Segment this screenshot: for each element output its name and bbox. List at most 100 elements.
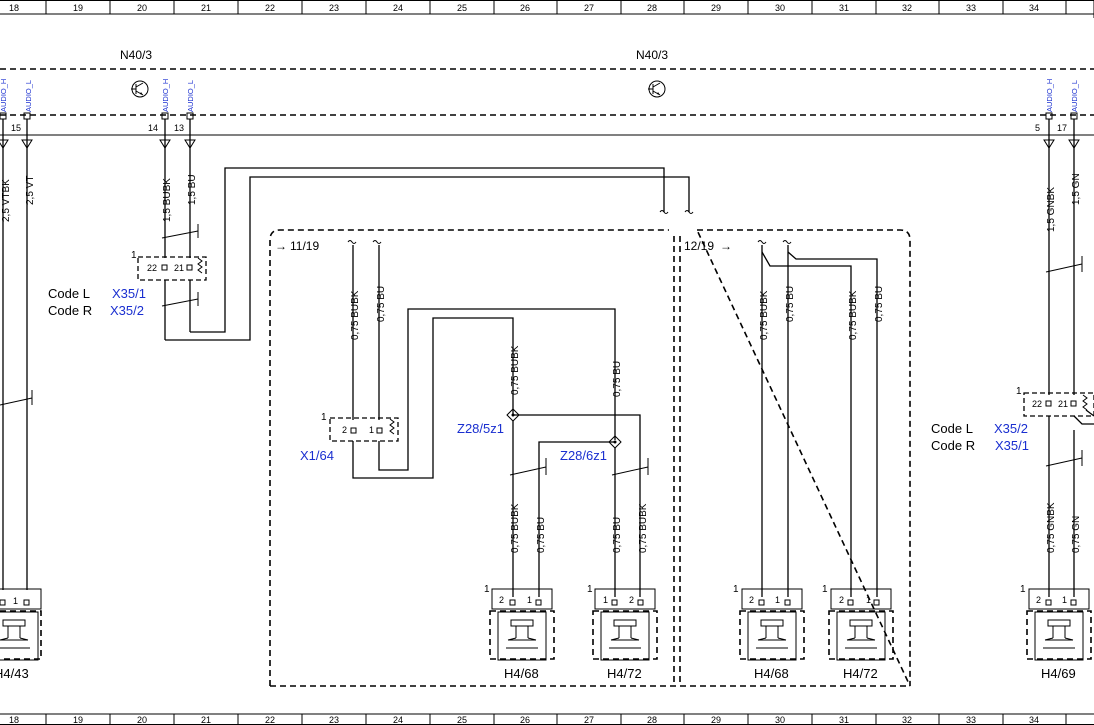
bus-label: AUDIO_H xyxy=(1045,79,1054,112)
speaker-number: 1 xyxy=(1020,584,1026,595)
arrow-icon: → xyxy=(720,239,732,253)
splice-label: Z28/5z1 xyxy=(457,421,504,436)
connector-pin: 21 xyxy=(174,263,184,273)
col-top-12: 30 xyxy=(775,3,785,13)
wire-label: 0,75 BU xyxy=(612,517,623,553)
wire-label: 0,75 BUBK xyxy=(638,503,649,553)
speaker-number: 1 xyxy=(587,584,593,595)
col-top-7: 25 xyxy=(457,3,467,13)
col-top-4: 22 xyxy=(265,3,275,13)
speaker-pin: 1 xyxy=(527,595,532,605)
ref-label: 11/19 xyxy=(290,239,319,253)
wire-label: 0,75 BU xyxy=(612,361,623,397)
harness-x35-left: 1,5 BUBK 1,5 BU 1 22 21 Code L Code R X3… xyxy=(48,119,694,341)
section-11-19: 0,75 BUBK 0,75 BU 1 2 1 X1/64 0,75 BUBK … xyxy=(300,240,649,597)
wire-label: 1,5 BU xyxy=(187,174,198,205)
ref-label: 12/19 xyxy=(684,239,714,253)
col-top-1: 19 xyxy=(73,3,83,13)
wire-label: 2,5 VTBK xyxy=(1,179,12,222)
speaker-icon xyxy=(600,611,650,661)
speaker-pin: 1 xyxy=(603,595,608,605)
bus-label: AUDIO_H xyxy=(161,79,170,112)
right-edge-wires: 1,5 GNBK 1,5 GN 1 22 21 Code L Code R X3… xyxy=(931,119,1094,597)
speaker-label: H4/69 xyxy=(1041,666,1076,681)
col-top-13: 31 xyxy=(839,3,849,13)
wire-label: 0,75 BU xyxy=(536,517,547,553)
speaker-pin: 2 xyxy=(499,595,504,605)
arrow-icon: → xyxy=(275,239,287,253)
speaker-h4-68-a: 1 2 1 H4/68 xyxy=(484,584,555,681)
wire-label: 2,5 VT xyxy=(25,176,36,205)
splice-label: Z28/6z1 xyxy=(560,448,607,463)
speaker-icon xyxy=(0,611,39,661)
module-label-mid: N40/3 xyxy=(636,48,668,62)
grid-top xyxy=(0,0,1094,18)
wire-label: 1,5 GN xyxy=(1071,173,1082,205)
col-top-16: 34 xyxy=(1029,3,1039,13)
wire-label: 0,75 GN xyxy=(1071,516,1082,553)
speaker-pin: 1 xyxy=(866,595,871,605)
wire-label: 0,75 BU xyxy=(785,286,796,322)
wire-label: 0,75 BU xyxy=(376,286,387,322)
col-bot-12: 30 xyxy=(775,715,785,725)
col-top-9: 27 xyxy=(584,3,594,13)
connector-pin: 2 xyxy=(342,425,347,435)
pin-number: 14 xyxy=(148,123,158,133)
col-bot-5: 23 xyxy=(329,715,339,725)
wire-label: 1,5 GNBK xyxy=(1046,187,1057,232)
col-top-15: 33 xyxy=(966,3,976,13)
pin-number: 5 xyxy=(1035,123,1040,133)
component-housing: 11/19 12/19 → → xyxy=(269,229,911,687)
connector-pin: 21 xyxy=(1058,399,1068,409)
wire-label: 0,75 BU xyxy=(874,286,885,322)
speaker-number: 1 xyxy=(484,584,490,595)
connector-ref: X35/2 xyxy=(110,303,144,318)
speaker-h4-72-a: 1 1 2 H4/72 xyxy=(587,584,658,681)
connector-ref: X1/64 xyxy=(300,448,334,463)
col-bot-13: 31 xyxy=(839,715,849,725)
connector-pin: 1 xyxy=(369,425,374,435)
col-top-11: 29 xyxy=(711,3,721,13)
col-top-3: 21 xyxy=(201,3,211,13)
speaker-icon xyxy=(497,611,547,661)
wire-label: 0,75 GNBK xyxy=(1046,502,1057,553)
speaker-h4-72-b: 1 2 1 H4/72 xyxy=(822,584,894,681)
connector-ref: X35/2 xyxy=(994,421,1028,436)
speaker-pin: 1 xyxy=(775,595,780,605)
connector-ref: X35/1 xyxy=(995,438,1029,453)
col-top-14: 32 xyxy=(902,3,912,13)
speaker-icon xyxy=(836,611,886,661)
col-bot-3: 21 xyxy=(201,715,211,725)
speaker-label: H4/72 xyxy=(843,666,878,681)
pin-number: 13 xyxy=(174,123,184,133)
speaker-h4-69: 1 2 1 H4/69 xyxy=(1020,584,1092,681)
col-top-2: 20 xyxy=(137,3,147,13)
col-bot-10: 28 xyxy=(647,715,657,725)
speaker-label: H4/68 xyxy=(504,666,539,681)
speaker-h4-68-b: 1 2 1 H4/68 xyxy=(733,584,805,681)
code-label: Code L xyxy=(48,286,90,301)
speaker-pin: 2 xyxy=(1036,595,1041,605)
bus-label: AUDIO_L xyxy=(1070,80,1079,112)
speaker-label: H4/72 xyxy=(607,666,642,681)
connector-number: 1 xyxy=(1016,386,1022,397)
wire-label: 1,5 BUBK xyxy=(162,178,173,222)
section-12-19: 0,75 BUBK 0,75 BU 0,75 BUBK 0,75 BU xyxy=(757,240,885,597)
col-bot-7: 25 xyxy=(457,715,467,725)
module-band: N40/3 N40/3 AUDIO_H AUDIO_L AUDIO_H AUDI… xyxy=(0,48,1094,136)
speaker-pin: 1 xyxy=(13,596,18,606)
speaker-pin: 2 xyxy=(629,595,634,605)
pin-number: 17 xyxy=(1057,123,1067,133)
bus-label: AUDIO_H xyxy=(0,79,8,112)
module-label-left: N40/3 xyxy=(120,48,152,62)
speaker-number: 1 xyxy=(822,584,828,595)
connector-number: 1 xyxy=(321,412,327,423)
col-top-5: 23 xyxy=(329,3,339,13)
speaker-pin: 2 xyxy=(839,595,844,605)
bus-label: AUDIO_L xyxy=(24,80,33,112)
col-top-10: 28 xyxy=(647,3,657,13)
speaker-h4-43: 1 H4/43 xyxy=(0,588,42,681)
connector-pin: 22 xyxy=(147,263,157,273)
speaker-number: 1 xyxy=(733,584,739,595)
